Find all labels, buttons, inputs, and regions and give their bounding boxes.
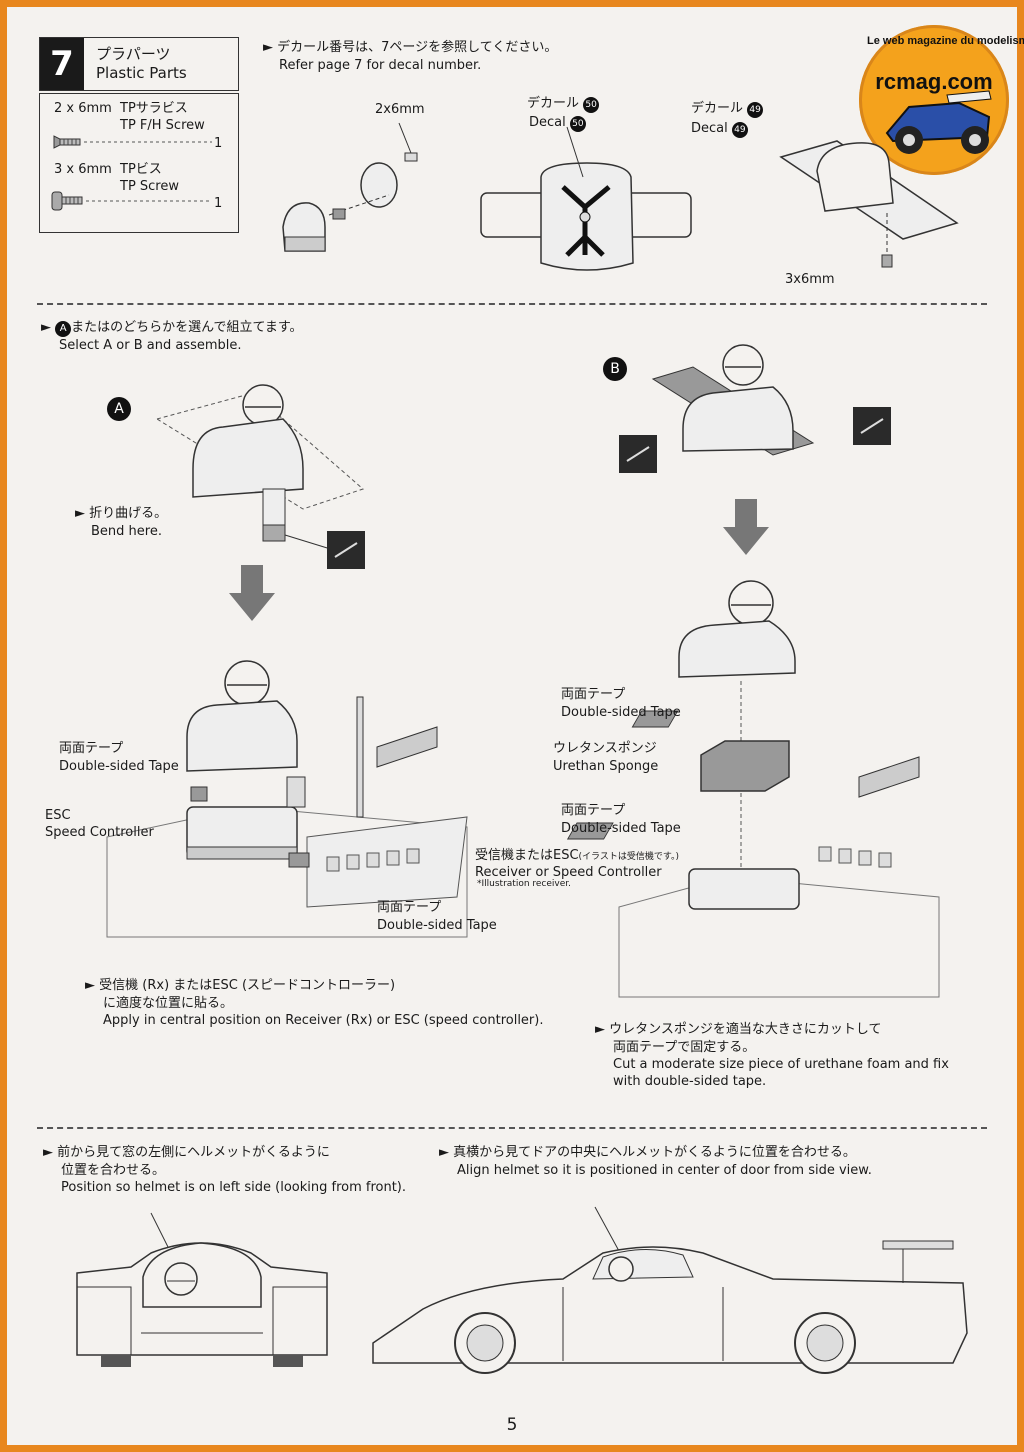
receiver-label-jp-small: (イラストは受信機です。) bbox=[578, 852, 679, 862]
decal-50-en-text: Decal bbox=[529, 115, 566, 130]
screw-2-name-jp: TPビス bbox=[120, 162, 162, 177]
screw-1-size: 2 x 6mm bbox=[54, 101, 112, 116]
decal-50-badge: 50 bbox=[583, 97, 600, 113]
label-2x6mm: 2x6mm bbox=[375, 102, 425, 117]
screw-2-size: 3 x 6mm bbox=[54, 162, 112, 177]
logo-tagline: Le web magazine du modelisme bbox=[867, 35, 1024, 47]
sponge-label-jp: ウレタンスポンジ bbox=[553, 741, 657, 756]
cut-note-jp1-text: ウレタンスポンジを適当な大きさにカットして bbox=[609, 1022, 882, 1037]
decal-49-en: Decal 49 bbox=[691, 120, 748, 138]
side-note-en: Align helmet so it is positioned in cent… bbox=[457, 1163, 872, 1178]
cut-note-jp2: 両面テープで固定する。 bbox=[613, 1040, 756, 1055]
decal-note-jp: ► デカール番号は、7ページを参照してください。 bbox=[263, 40, 558, 55]
down-arrow-icon bbox=[229, 565, 275, 621]
front-note-jp1-text: 前から見て窓の左側にヘルメットがくるように bbox=[57, 1145, 330, 1160]
screw-1-qty: 1 bbox=[214, 136, 223, 151]
screw-1-name-jp: TPサラビス bbox=[120, 101, 188, 116]
screw-1-name-en: TP F/H Screw bbox=[120, 118, 205, 133]
down-arrow-icon bbox=[723, 499, 769, 555]
option-b-seat-illustration bbox=[651, 344, 815, 456]
divider-2 bbox=[37, 1127, 987, 1129]
decal-49-en-badge: 49 bbox=[731, 122, 748, 138]
instruction-page: 7 プラパーツ Plastic Parts 2 x 6mm TPサラビス TP … bbox=[7, 7, 1024, 1445]
tape-label-a1-en: Double-sided Tape bbox=[59, 759, 179, 774]
car-front-view-illustration bbox=[76, 1212, 328, 1367]
speed-controller-label: Speed Controller bbox=[45, 825, 154, 840]
screw-icons bbox=[51, 135, 212, 211]
option-a-assembly-illustration bbox=[106, 660, 468, 938]
option-a-badge: A bbox=[55, 321, 72, 337]
receiver-label-jp-text: 受信機またはESC bbox=[475, 848, 579, 863]
apply-note-jp2: に適度な位置に貼る。 bbox=[103, 996, 234, 1011]
front-note-jp1: ► 前から見て窓の左側にヘルメットがくるように bbox=[43, 1145, 330, 1160]
step-number: 7 bbox=[40, 38, 84, 90]
seat-decal-illustration bbox=[480, 126, 692, 271]
rc-car-icon bbox=[885, 90, 992, 154]
bend-note-en: Bend here. bbox=[91, 524, 162, 539]
decal-note-en: Refer page 7 for decal number. bbox=[279, 58, 482, 73]
sponge-label-en: Urethan Sponge bbox=[553, 759, 659, 774]
option-b-assembly-illustration bbox=[566, 580, 940, 998]
tape-label-a2-en: Double-sided Tape bbox=[377, 918, 497, 933]
divider-1 bbox=[37, 303, 987, 305]
seat-underside-illustration bbox=[779, 140, 959, 268]
tape-label-b2-en: Double-sided Tape bbox=[561, 821, 681, 836]
decal-50-en-badge: 50 bbox=[569, 116, 586, 132]
apply-note-jp1: ► 受信機 (Rx) またはESC (スピードコントローラー) bbox=[85, 978, 396, 993]
tape-label-a2-jp: 両面テープ bbox=[377, 900, 442, 915]
decal-50-jp: デカール 50 bbox=[527, 95, 600, 113]
tape-label-b1-en: Double-sided Tape bbox=[561, 705, 681, 720]
option-a-seat-illustration bbox=[155, 384, 364, 552]
tape-label-b2-jp: 両面テープ bbox=[561, 803, 626, 818]
pan-head-screw-icon bbox=[51, 191, 83, 211]
cut-note-jp1: ► ウレタンスポンジを適当な大きさにカットして bbox=[595, 1022, 882, 1037]
step-title-en: Plastic Parts bbox=[96, 64, 187, 82]
receiver-label-en: Receiver or Speed Controller bbox=[475, 865, 662, 880]
label-3x6mm: 3x6mm bbox=[785, 272, 835, 287]
front-note-jp2: 位置を合わせる。 bbox=[61, 1163, 166, 1178]
decal-note-jp-text: デカール番号は、7ページを参照してください。 bbox=[277, 40, 558, 55]
step-header: 7 プラパーツ Plastic Parts bbox=[39, 37, 239, 91]
decal-swatch-a bbox=[327, 531, 365, 569]
decal-swatch-b-left bbox=[619, 435, 657, 473]
decal-50-jp-text: デカール bbox=[527, 96, 580, 111]
page-number: 5 bbox=[506, 1415, 518, 1435]
logo-text: rcmag.com bbox=[875, 69, 993, 94]
receiver-label-en-small: *Illustration receiver. bbox=[477, 879, 572, 889]
decal-49-jp-text: デカール bbox=[691, 101, 744, 116]
apply-note-en: Apply in central position on Receiver (R… bbox=[103, 1013, 544, 1028]
decal-50-en: Decal 50 bbox=[529, 114, 586, 132]
option-b-marker: B bbox=[603, 357, 627, 381]
decal-swatch-b-right bbox=[853, 407, 891, 445]
decal-49-badge: 49 bbox=[747, 102, 764, 118]
cockpit-screw-illustration bbox=[282, 122, 418, 252]
decal-49-en-text: Decal bbox=[691, 121, 728, 136]
option-a-marker: A bbox=[107, 397, 131, 421]
apply-note-jp1-text: 受信機 (Rx) またはESC (スピードコントローラー) bbox=[99, 978, 396, 993]
receiver-label-jp: 受信機またはESC(イラストは受信機です。) bbox=[475, 847, 679, 866]
decal-49-jp: デカール 49 bbox=[691, 100, 764, 118]
tape-label-b1-jp: 両面テープ bbox=[561, 687, 626, 702]
cut-note-en1: Cut a moderate size piece of urethane fo… bbox=[613, 1057, 949, 1072]
screw-2-name-en: TP Screw bbox=[120, 179, 180, 194]
esc-label: ESC bbox=[45, 808, 71, 823]
flat-head-screw-icon bbox=[53, 135, 81, 149]
screw-list: 2 x 6mm TPサラビス TP F/H Screw 1 3 x 6mm TP… bbox=[39, 93, 239, 233]
tape-label-a1-jp: 両面テープ bbox=[59, 741, 124, 756]
front-note-en: Position so helmet is on left side (look… bbox=[61, 1180, 407, 1195]
side-note-jp-text: 真横から見てドアの中央にヘルメットがくるように位置を合わせる。 bbox=[453, 1145, 856, 1160]
car-side-view-illustration bbox=[372, 1206, 968, 1374]
bend-note-jp-text: 折り曲げる。 bbox=[89, 506, 168, 521]
select-note-jp-text: またはのどちらかを選んで組立てます。 bbox=[71, 320, 303, 335]
screw-2-qty: 1 bbox=[214, 196, 223, 211]
step-title-jp: プラパーツ bbox=[96, 45, 171, 63]
cut-note-en2: with double-sided tape. bbox=[613, 1074, 767, 1089]
bend-note-jp: ► 折り曲げる。 bbox=[75, 506, 168, 521]
side-note-jp: ► 真横から見てドアの中央にヘルメットがくるように位置を合わせる。 bbox=[439, 1145, 856, 1160]
select-note-en: Select A or B and assemble. bbox=[59, 338, 242, 353]
